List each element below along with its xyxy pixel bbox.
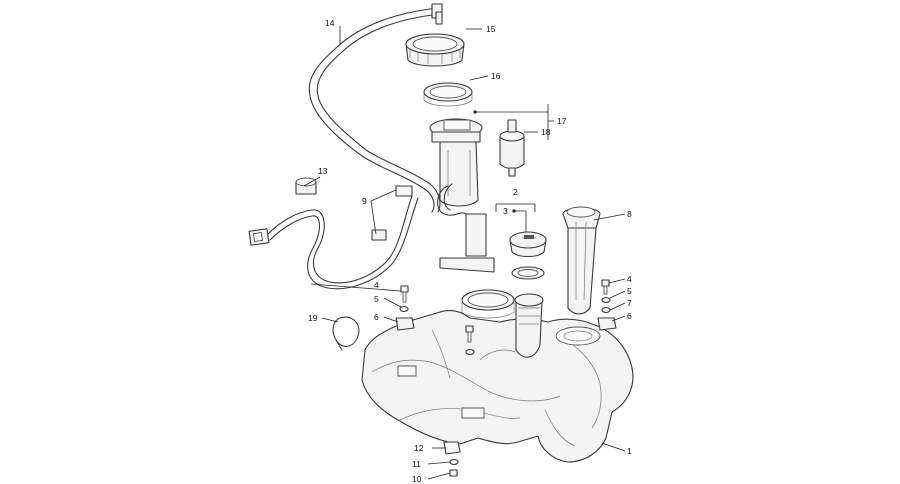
bolt-center bbox=[465, 325, 475, 356]
callout-4-right: 4 bbox=[627, 274, 632, 284]
bracket-right bbox=[597, 317, 617, 331]
callout-14: 14 bbox=[325, 18, 335, 28]
lock-ring bbox=[405, 33, 465, 67]
filler-neck bbox=[514, 293, 544, 358]
callout-11: 11 bbox=[412, 459, 421, 469]
pump-gasket bbox=[423, 82, 473, 107]
callout-18: 18 bbox=[541, 127, 551, 137]
leader-lines bbox=[303, 26, 626, 480]
washer-right bbox=[601, 296, 611, 304]
bracket-bottom bbox=[443, 441, 461, 455]
bolt-bottom bbox=[449, 469, 458, 477]
callout-numbers: 1 2 3 4 5 6 4 5 7 6 8 9 10 11 12 13 14 1… bbox=[308, 18, 632, 484]
washer-bottom bbox=[449, 458, 459, 466]
callout-17: 17 bbox=[557, 116, 567, 126]
callout-15: 15 bbox=[486, 24, 496, 34]
callout-4-left: 4 bbox=[374, 280, 379, 290]
washer-left bbox=[399, 305, 409, 313]
fuel-pump-assembly bbox=[429, 118, 495, 273]
fuel-filter bbox=[499, 119, 525, 177]
callout-1: 1 bbox=[627, 446, 632, 456]
hose-clip bbox=[295, 177, 317, 195]
bolt-left bbox=[400, 285, 409, 303]
fuel-level-sender bbox=[562, 206, 601, 315]
pump-mount-ring bbox=[461, 289, 515, 319]
wiring-harness bbox=[248, 185, 419, 290]
breather-hose bbox=[308, 3, 443, 213]
callout-10: 10 bbox=[412, 474, 422, 484]
callout-8: 8 bbox=[627, 209, 632, 219]
bracket-left bbox=[395, 317, 415, 331]
callout-13: 13 bbox=[318, 166, 328, 176]
callout-6-right: 6 bbox=[627, 311, 632, 321]
callout-5-left: 5 bbox=[374, 294, 379, 304]
callout-7: 7 bbox=[627, 298, 632, 308]
fuel-tank bbox=[361, 309, 634, 463]
callout-19: 19 bbox=[308, 313, 318, 323]
callout-3: 3 bbox=[503, 206, 508, 216]
cap-seal bbox=[511, 266, 545, 280]
callout-6-left: 6 bbox=[374, 312, 379, 322]
callout-9: 9 bbox=[362, 196, 367, 206]
callout-16: 16 bbox=[491, 71, 501, 81]
callout-2: 2 bbox=[513, 187, 518, 197]
callout-5-right: 5 bbox=[627, 286, 632, 296]
strap-clamp bbox=[332, 316, 360, 351]
callout-12: 12 bbox=[414, 443, 424, 453]
bolt-right bbox=[601, 279, 610, 295]
spacer-right bbox=[601, 306, 611, 314]
filler-cap bbox=[509, 231, 547, 258]
